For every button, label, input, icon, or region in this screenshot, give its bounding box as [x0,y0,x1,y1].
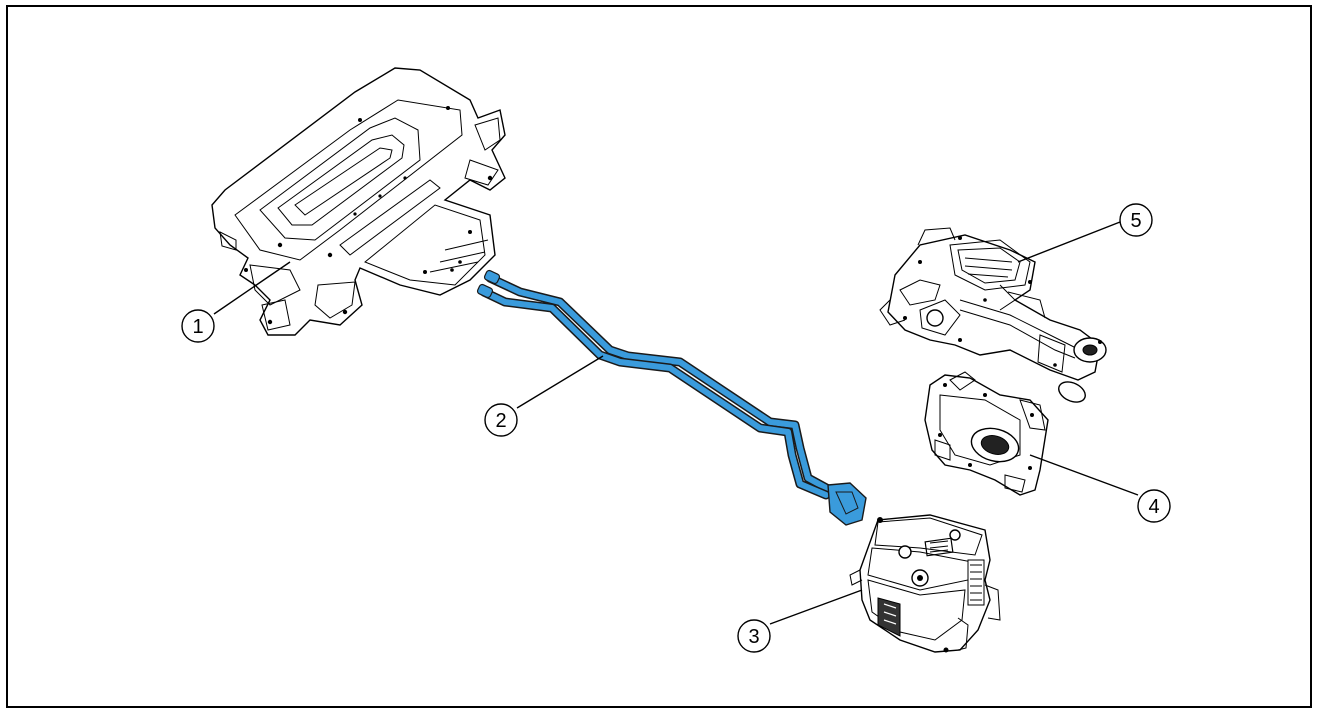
leader-5 [1017,221,1121,263]
callout-3-label: 3 [748,626,759,648]
callout-5-label: 5 [1130,210,1141,232]
leader-4 [1029,454,1139,496]
part-3-controller [849,514,1001,653]
diagram-frame [6,5,1312,708]
callout-5: 5 [1119,203,1153,237]
callout-3: 3 [737,619,771,653]
callout-1: 1 [181,309,215,343]
callout-2: 2 [484,403,518,437]
callout-4-label: 4 [1148,496,1159,518]
leader-2 [516,355,604,409]
part-2-hv-harness [476,269,867,526]
part-1-battery-tray [211,67,506,336]
part-5-drive-motor [879,227,1107,403]
callout-2-label: 2 [495,410,506,432]
part-4-gearbox [924,371,1049,496]
callout-1-label: 1 [192,316,203,338]
callout-4: 4 [1137,489,1171,523]
leader-lines [213,221,1139,625]
leader-3 [769,589,863,625]
leader-1 [213,261,291,315]
